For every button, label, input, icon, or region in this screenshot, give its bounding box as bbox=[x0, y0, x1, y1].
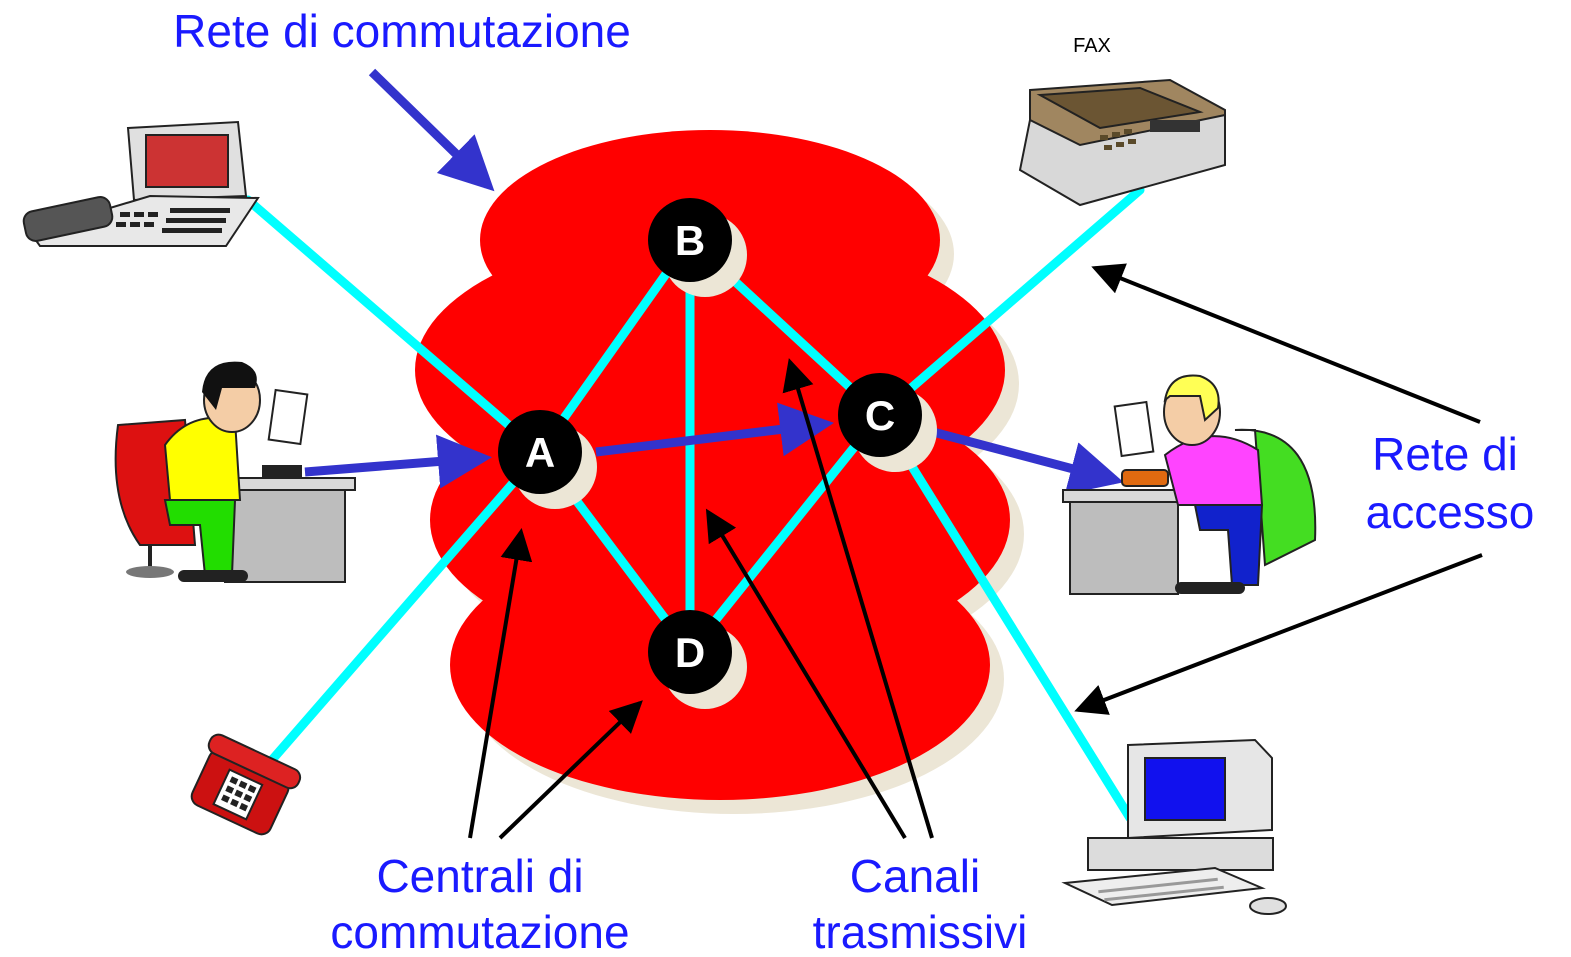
channel-c-d bbox=[685, 410, 885, 657]
switches-label-line1: Centrali di bbox=[376, 850, 583, 902]
arrow-to-switch-d bbox=[498, 700, 643, 840]
rotary-telephone-icon bbox=[190, 733, 302, 836]
access-network-label-line1: Rete di bbox=[1372, 428, 1518, 480]
switching-network-label: Rete di commutazione bbox=[173, 5, 631, 57]
switches-label: Centrali di commutazione bbox=[330, 850, 629, 957]
videophone-icon bbox=[22, 120, 260, 247]
switch-label-d: D bbox=[675, 629, 705, 676]
call-arrow-a-to-c bbox=[595, 402, 834, 457]
channels-label-line1: Canali bbox=[850, 850, 980, 902]
arrow-to-access-fax-link bbox=[1091, 263, 1481, 424]
fax-machine-icon: FAX bbox=[1018, 35, 1226, 207]
desktop-computer-icon bbox=[1061, 738, 1287, 915]
annotation-arrows bbox=[468, 263, 1483, 840]
switch-node-a: A bbox=[498, 410, 597, 509]
arrow-to-access-computer-link bbox=[1074, 553, 1483, 715]
switching-network-pointer-arrow bbox=[368, 68, 495, 192]
arrow-to-switch-a bbox=[468, 528, 533, 839]
access-link-rotary-phone bbox=[260, 447, 545, 773]
switch-node-c: C bbox=[838, 373, 937, 472]
access-network-label: Rete di accesso bbox=[1366, 428, 1535, 538]
user-caller-icon bbox=[114, 361, 356, 583]
access-link-fax bbox=[875, 185, 1145, 420]
switch-node-b: B bbox=[648, 198, 747, 297]
access-link-computer bbox=[875, 410, 1135, 823]
channels-label-line2: trasmissivi bbox=[813, 906, 1028, 957]
call-arrow-user-to-a bbox=[304, 434, 492, 489]
arrow-to-channel-b-d bbox=[705, 508, 907, 840]
access-links bbox=[243, 185, 1145, 823]
channels-label: Canali trasmissivi bbox=[813, 850, 1028, 957]
switch-node-d: D bbox=[648, 610, 747, 709]
call-path bbox=[304, 68, 1124, 495]
arrow-to-channel-b-c bbox=[782, 358, 934, 839]
switches-label-line2: commutazione bbox=[330, 906, 629, 957]
switch-label-a: A bbox=[525, 429, 555, 476]
user-receiver-icon bbox=[1062, 374, 1317, 595]
access-network-label-line2: accesso bbox=[1366, 486, 1535, 538]
fax-label: FAX bbox=[1073, 35, 1111, 57]
access-link-videophone bbox=[243, 195, 545, 457]
call-arrow-c-to-user bbox=[931, 427, 1124, 495]
switch-label-b: B bbox=[675, 217, 705, 264]
channel-a-b bbox=[535, 235, 695, 457]
switch-label-c: C bbox=[865, 392, 895, 439]
